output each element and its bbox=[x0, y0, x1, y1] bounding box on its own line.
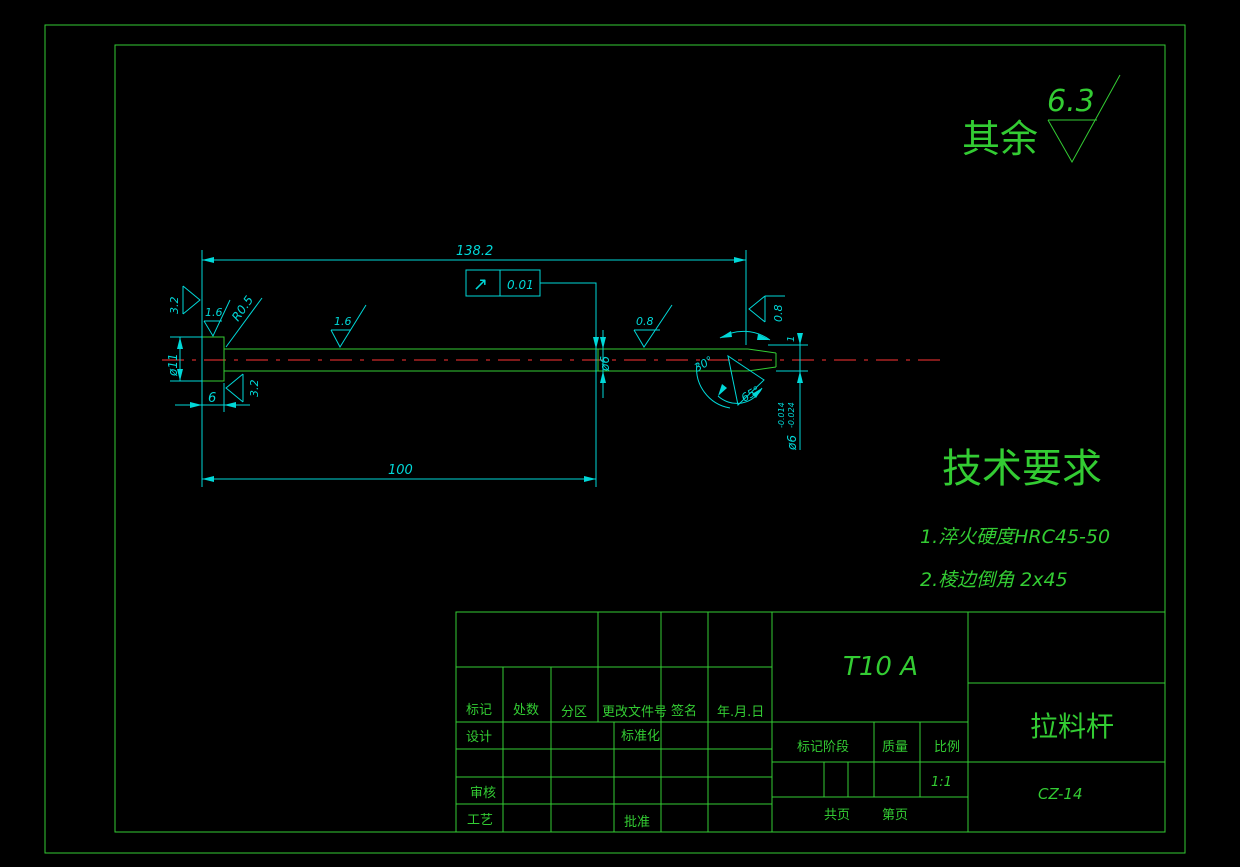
roughness-shank-text: 1.6 bbox=[334, 315, 352, 328]
label-process: 工艺 bbox=[467, 813, 493, 828]
surface-note-prefix: 其余 bbox=[962, 117, 1038, 161]
runout-symbol: ↗ bbox=[473, 274, 488, 295]
tech-item-1: 1.淬火硬度HRC45-50 bbox=[920, 526, 1110, 548]
dim-tip-tol-lower: -0.024 bbox=[787, 402, 796, 428]
label-scale: 比例 bbox=[934, 740, 960, 755]
dim-step-length: 100 bbox=[202, 463, 596, 482]
surface-finish-note: 其余 6.3 bbox=[962, 74, 1121, 164]
dim-overall-length-text: 138.2 bbox=[456, 244, 493, 259]
label-sheet-no: 第页 bbox=[882, 808, 908, 823]
part-name: 拉料杆 bbox=[1030, 710, 1114, 743]
roughness-head-bottom-text: 3.2 bbox=[248, 380, 261, 398]
roughness-head-bottom: 3.2 bbox=[225, 373, 261, 403]
tip-chamfer-top bbox=[747, 348, 777, 354]
label-design: 设计 bbox=[466, 730, 492, 745]
label-weight: 质量 bbox=[882, 740, 908, 755]
drawing-number: CZ-14 bbox=[1038, 785, 1083, 803]
label-sheets: 共页 bbox=[824, 808, 850, 823]
runout-value: 0.01 bbox=[507, 278, 534, 292]
tip-chamfer-bottom bbox=[747, 366, 777, 372]
dim-head-length: 6 bbox=[175, 391, 250, 408]
header-mark: 标记 bbox=[466, 703, 492, 718]
angle-large-text: 65° bbox=[739, 384, 762, 405]
dim-tip-diameter: ø6 -0.014 -0.024 bbox=[777, 333, 803, 451]
roughness-shank: 1.6 bbox=[330, 304, 367, 349]
dim-head-length-text: 6 bbox=[208, 391, 216, 406]
extension-lines bbox=[170, 250, 808, 487]
fillet-text: R0.5 bbox=[229, 293, 256, 323]
tech-item-2: 2.棱边倒角 2x45 bbox=[920, 569, 1068, 591]
dim-shank-diameter-text: ø6 bbox=[598, 356, 612, 372]
dim-shank-diameter: ø6 bbox=[598, 337, 612, 383]
dim-chamfer-length: 1 bbox=[768, 336, 808, 346]
label-stage: 标记阶段 bbox=[797, 740, 849, 755]
tech-requirements: 技术要求 1.淬火硬度HRC45-50 2.棱边倒角 2x45 bbox=[920, 446, 1110, 591]
scale-value: 1:1 bbox=[931, 775, 952, 790]
title-block-text: 标记 处数 分区 更改文件号 签名 年.月.日 设计 标准化 审核 工艺 批准 … bbox=[466, 652, 1114, 830]
roughness-head-top: 1.6 bbox=[203, 299, 231, 338]
roughness-tip: 0.8 bbox=[748, 295, 785, 323]
title-block bbox=[455, 611, 1166, 833]
roughness-symbol-large bbox=[1047, 74, 1121, 164]
dim-step-length-text: 100 bbox=[388, 463, 413, 478]
tech-title: 技术要求 bbox=[942, 446, 1102, 492]
material: T10 A bbox=[843, 652, 918, 682]
roughness-mid-text: 0.8 bbox=[636, 315, 654, 328]
label-review: 审核 bbox=[470, 786, 496, 801]
runout-tolerance: ↗ 0.01 bbox=[465, 269, 599, 349]
part-outline bbox=[201, 336, 777, 382]
header-signature: 签名 bbox=[671, 703, 697, 719]
label-approve: 批准 bbox=[624, 815, 650, 830]
dim-tip-diameter-text: ø6 bbox=[785, 435, 799, 451]
roughness-head-left: 3.2 bbox=[168, 285, 201, 315]
dim-head-diameter: ø11 bbox=[166, 337, 183, 381]
dim-overall-length: 138.2 bbox=[202, 244, 746, 263]
roughness-tip-text: 0.8 bbox=[772, 305, 785, 323]
dim-tip-tol-upper: -0.014 bbox=[777, 402, 786, 428]
header-zone: 分区 bbox=[561, 705, 587, 720]
head-outline bbox=[201, 336, 225, 382]
header-date: 年.月.日 bbox=[717, 705, 764, 720]
dim-head-diameter-text: ø11 bbox=[166, 353, 180, 377]
roughness-head-left-text: 3.2 bbox=[168, 297, 181, 315]
roughness-mid: 0.8 bbox=[633, 304, 673, 348]
dim-chamfer-length-text: 1 bbox=[786, 336, 797, 342]
fillet-callout: R0.5 bbox=[225, 293, 263, 348]
header-count: 处数 bbox=[513, 703, 539, 718]
roughness-head-top-text: 1.6 bbox=[205, 306, 223, 319]
surface-note-roughness: 6.3 bbox=[1047, 84, 1095, 119]
label-standard: 标准化 bbox=[621, 729, 660, 744]
outer-frame bbox=[44, 24, 1186, 854]
header-change-doc: 更改文件号 bbox=[602, 705, 667, 720]
